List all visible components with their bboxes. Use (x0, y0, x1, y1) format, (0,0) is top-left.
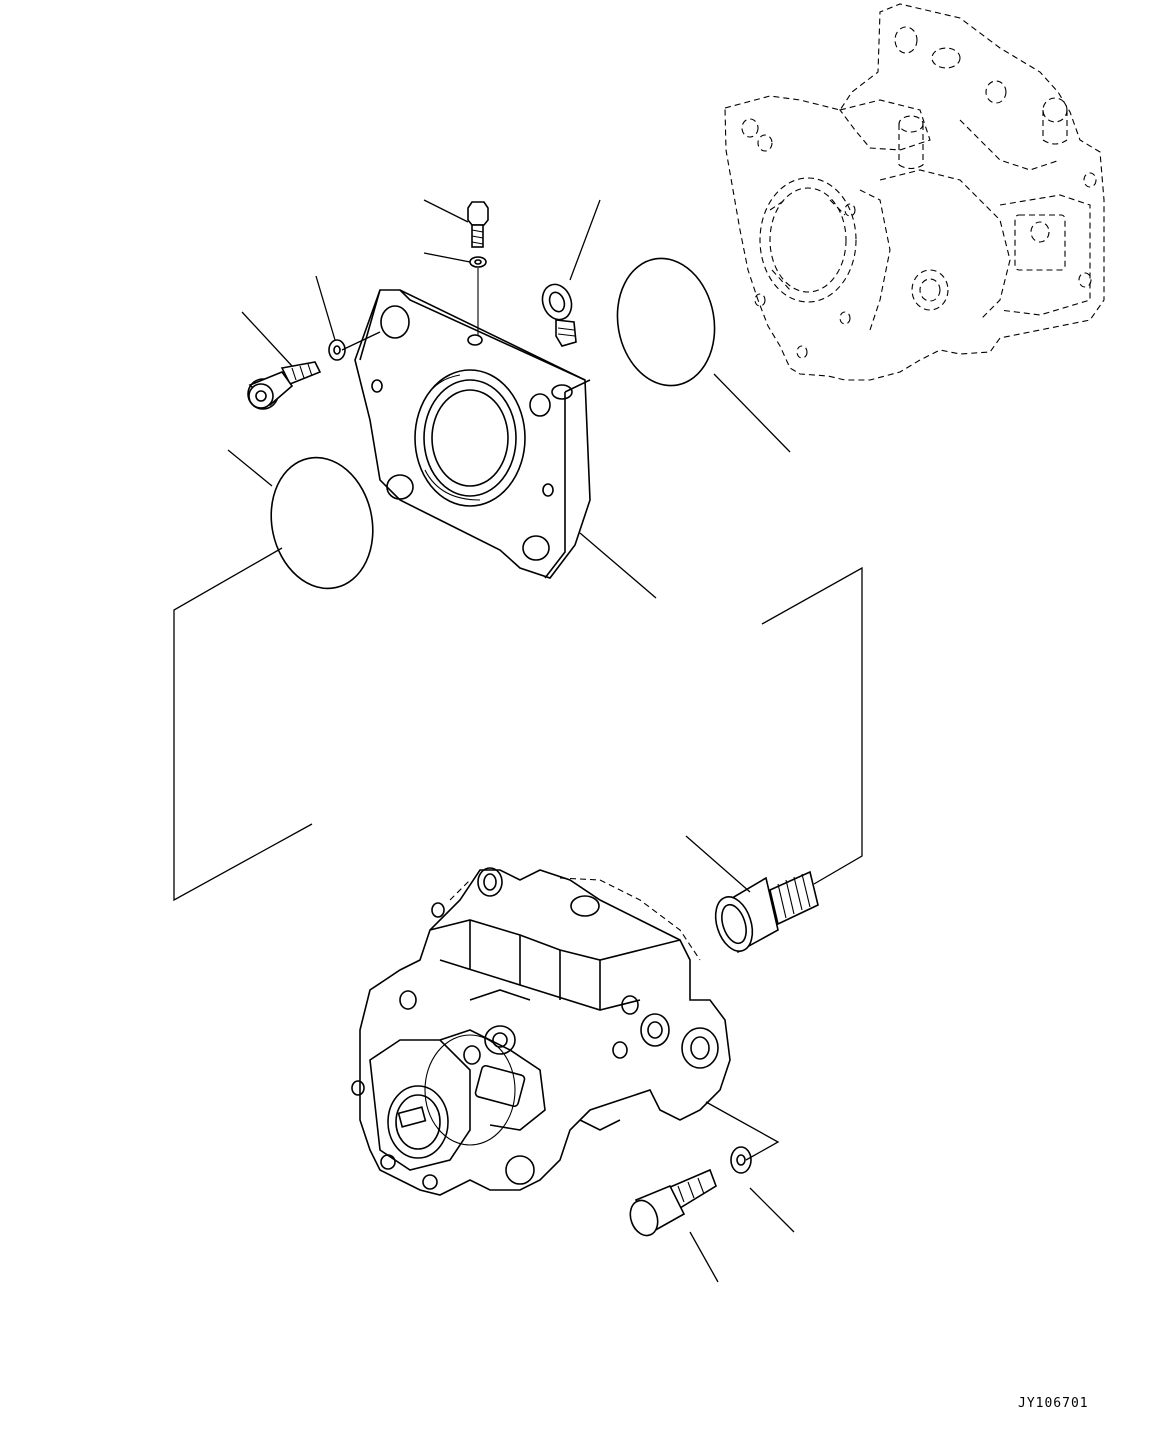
spline-coupling (714, 870, 819, 954)
socket-head-bolt (247, 361, 322, 410)
flange-cover-plate (354, 289, 591, 579)
leader-lines (227, 199, 795, 1283)
eye-bolt (541, 283, 577, 347)
hex-bolt-small (467, 201, 489, 248)
hex-bolt-large (629, 1168, 717, 1237)
assembly-bracket-left (173, 547, 313, 902)
assembly-bracket-right (761, 566, 863, 885)
washer-left (328, 339, 346, 361)
pump-housing-phantom (724, 3, 1105, 381)
drawing-code: JY106701 (1018, 1396, 1089, 1411)
o-ring-large (616, 257, 716, 387)
o-ring-left (270, 456, 374, 590)
washer-small (469, 256, 487, 268)
main-pump-assembly (351, 867, 731, 1196)
washer-bottom (730, 1146, 752, 1174)
